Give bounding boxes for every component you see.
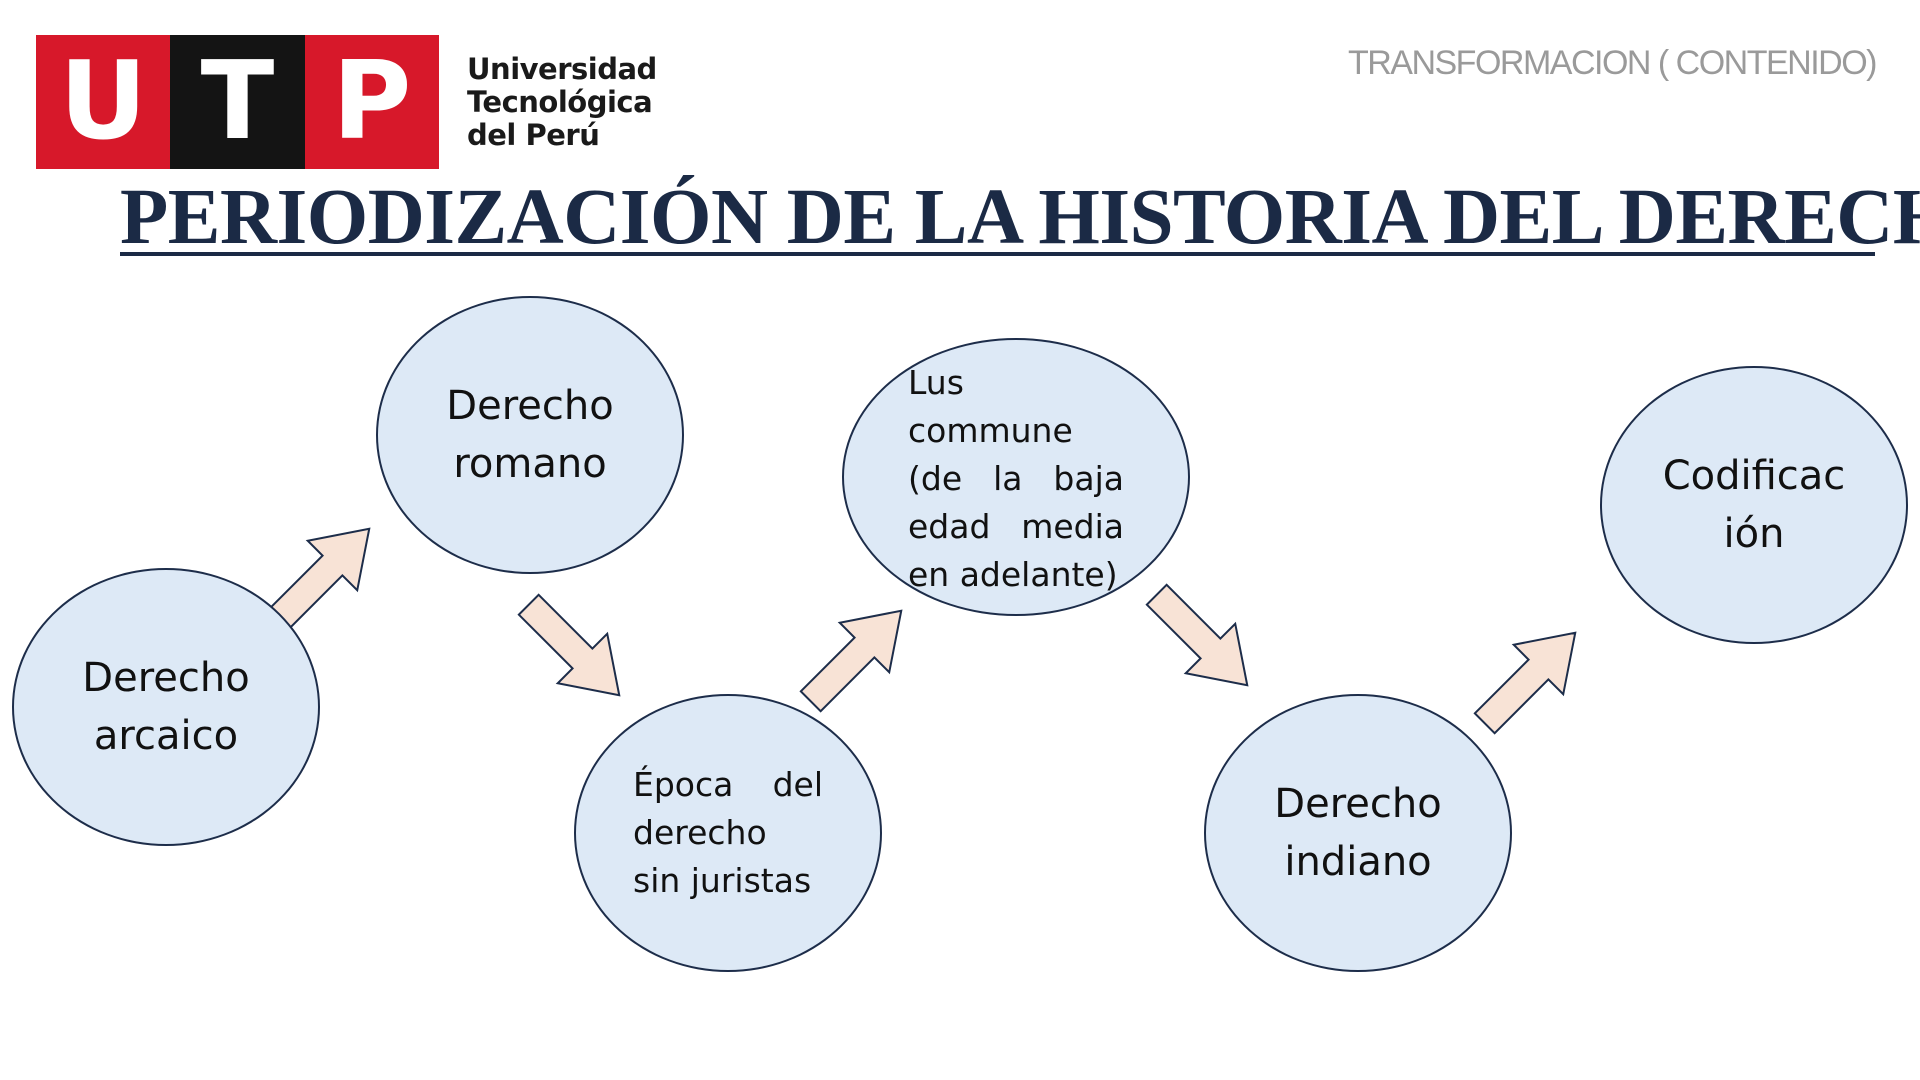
logo-letter-u: U xyxy=(36,35,171,169)
node-text-line: indiano xyxy=(1284,839,1432,885)
node-ius-commune: Lus commune (de la baja edad media en ad… xyxy=(842,338,1190,616)
logo-letter-p: P xyxy=(304,35,439,169)
node-codificacion: Codificac ión xyxy=(1600,366,1908,644)
logo-university-name: Universidad Tecnológica del Perú xyxy=(467,51,657,152)
node-text-line: Lus xyxy=(908,363,964,402)
node-text-line: romano xyxy=(453,441,607,487)
utp-logo: U T P Universidad Tecnológica del Perú xyxy=(36,35,657,169)
flow-arrow xyxy=(267,527,371,631)
node-text-line: Época del xyxy=(633,765,823,804)
flow-arrow xyxy=(1145,583,1249,687)
node-text-line: derecho xyxy=(633,813,767,852)
node-text-line: arcaico xyxy=(93,713,239,759)
logo-name-line: Universidad xyxy=(467,51,657,86)
node-text-line: ión xyxy=(1723,511,1785,557)
node-text-line: Codificac xyxy=(1662,453,1846,499)
node-derecho-arcaico: Derecho arcaico xyxy=(12,568,320,846)
node-text-line: edad media xyxy=(908,507,1124,546)
node-derecho-romano: Derecho romano xyxy=(376,296,684,574)
node-text-line: Derecho xyxy=(82,655,250,701)
node-text-line: commune xyxy=(908,411,1073,450)
logo-letter-t: T xyxy=(170,35,305,169)
title-underline xyxy=(120,252,1875,256)
node-text-line: (de la baja xyxy=(908,459,1124,498)
flow-arrow xyxy=(517,593,621,697)
slide-title: PERIODIZACIÓN DE LA HISTORIA DEL DERECHO xyxy=(120,174,1920,261)
logo-name-line: Tecnológica xyxy=(467,84,653,119)
node-text-line: Derecho xyxy=(446,383,614,429)
node-derecho-indiano: Derecho indiano xyxy=(1204,694,1512,972)
logo-name-line: del Perú xyxy=(467,117,600,152)
node-text-line: sin juristas xyxy=(633,861,812,900)
utp-logo-mark: U T P xyxy=(36,35,439,169)
flow-arrow xyxy=(799,609,903,713)
node-text-line: Derecho xyxy=(1274,781,1442,827)
node-text-line: en adelante) xyxy=(908,555,1118,594)
flow-arrow xyxy=(1473,631,1577,735)
node-epoca-sin-juristas: Época del derecho sin juristas xyxy=(574,694,882,972)
section-label: TRANSFORMACION ( CONTENIDO) xyxy=(1347,44,1878,82)
